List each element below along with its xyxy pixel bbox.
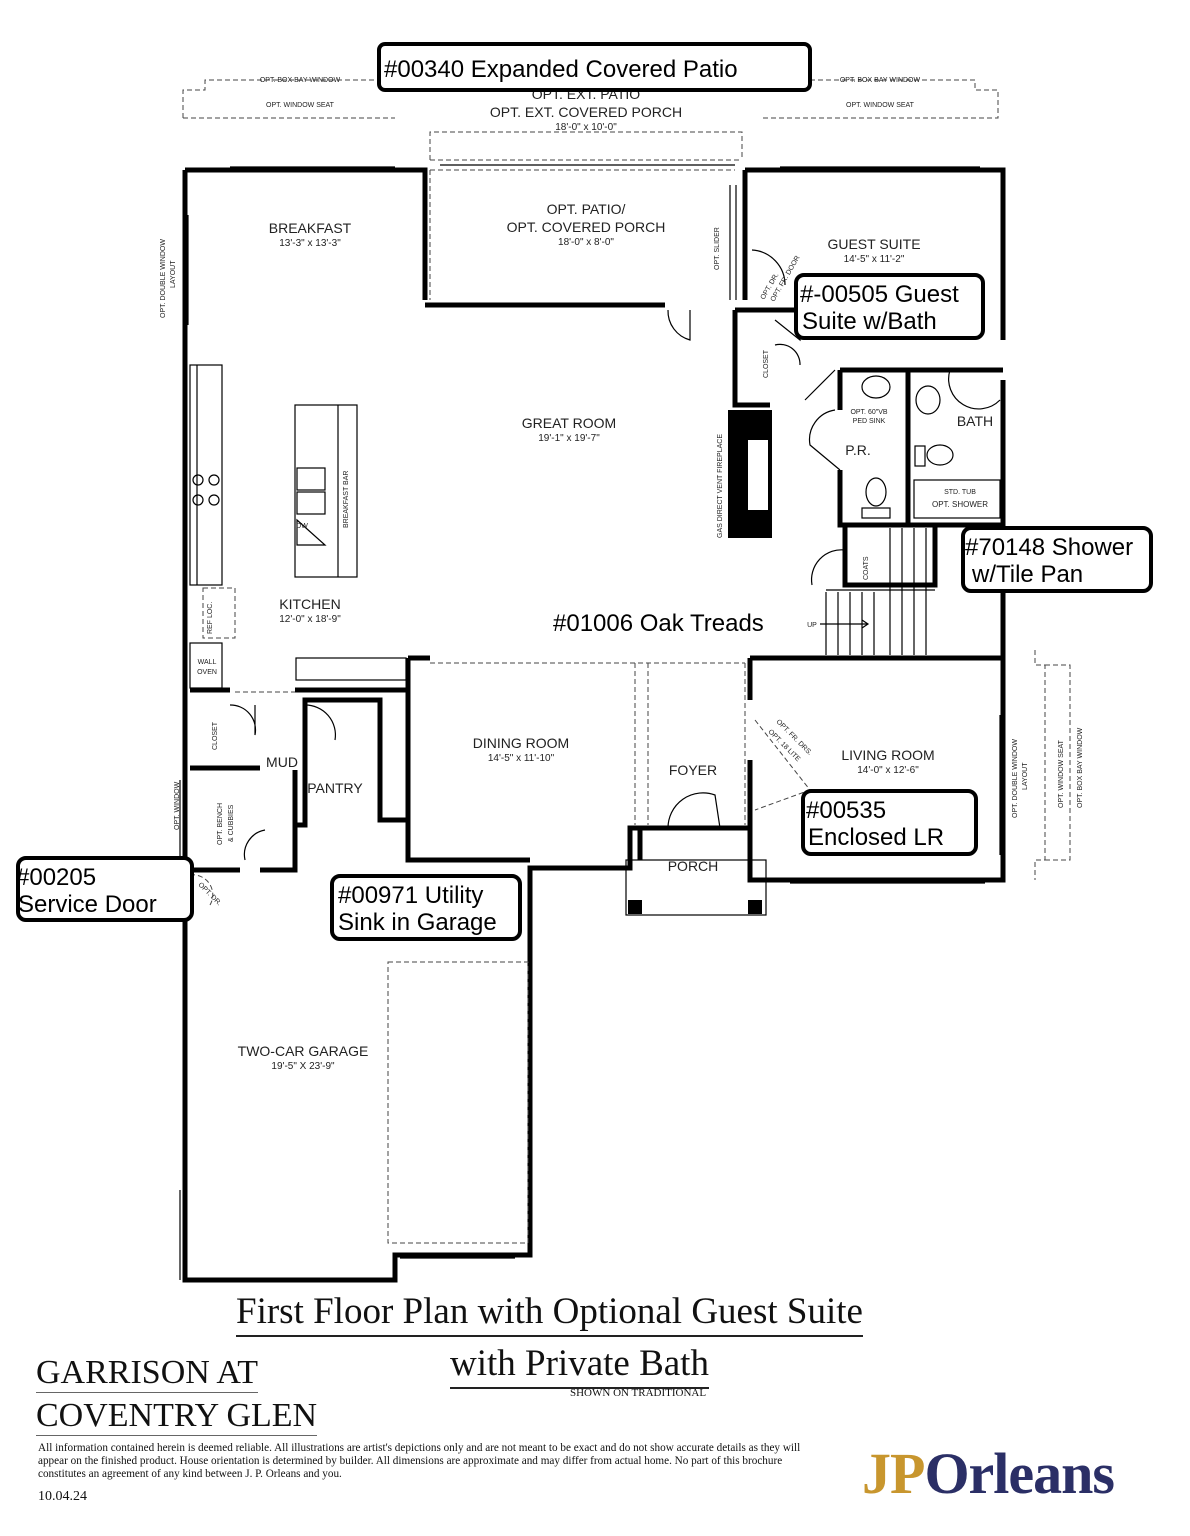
room-garage-name: TWO-CAR GARAGE: [238, 1043, 369, 1059]
note-bench-1: OPT. BENCH: [217, 803, 224, 845]
note-ped-sink-1: OPT. 60"VB: [850, 409, 887, 416]
callout-shower-2: w/Tile Pan: [971, 561, 1083, 588]
callout-lr-box: [801, 789, 978, 856]
room-ext-patio-dim: 18'-0" x 10'-0": [555, 122, 617, 133]
note-std-tub: STD. TUB: [944, 489, 976, 496]
note-wall-oven-1: WALL: [198, 659, 217, 666]
plan-title-line-1: First Floor Plan with Optional Guest Sui…: [236, 1290, 863, 1337]
note-fireplace: GAS DIRECT VENT FIREPLACE: [717, 434, 724, 538]
room-patio-dim: 18'-0" x 8'-0": [558, 237, 614, 248]
room-great-room-dim: 19'-1" x 19'-7": [538, 433, 600, 444]
note-bench-2: & CUBBIES: [228, 804, 235, 842]
note-closet-2: CLOSET: [212, 721, 219, 750]
note-window-seat-right: OPT. WINDOW SEAT: [846, 102, 915, 109]
note-layout-left: LAYOUT: [170, 260, 177, 288]
note-breakfast-bar: BREAKFAST BAR: [343, 471, 350, 528]
note-up: UP: [807, 622, 817, 629]
note-ref-loc: REF LOC.: [207, 602, 214, 634]
note-closet-1: CLOSET: [763, 349, 770, 378]
callout-patio: #00340 Expanded Covered Patio: [384, 56, 738, 83]
plan-title-line-2: with Private Bath: [450, 1342, 709, 1389]
room-guest-suite-dim: 14'-5" x 11'-2": [844, 254, 905, 265]
room-pr-name: P.R.: [845, 442, 870, 458]
callout-shower-box: [961, 526, 1153, 593]
note-dw: DW: [296, 523, 308, 530]
note-coats: COATS: [863, 556, 870, 580]
note-layout-right: LAYOUT: [1022, 762, 1029, 790]
room-patio-name2: OPT. COVERED PORCH: [507, 219, 666, 235]
callout-lr-1: #00535: [806, 797, 886, 824]
note-opt-shower: OPT. SHOWER: [932, 500, 988, 509]
room-guest-suite-name: GUEST SUITE: [827, 236, 920, 252]
room-dining-name: DINING ROOM: [473, 735, 569, 751]
note-opt-18-lite: OPT. 18 LITE: [767, 728, 802, 763]
room-garage-dim: 19'-5" X 23'-9": [271, 1061, 335, 1072]
room-dining-dim: 14'-5" x 11'-10": [488, 753, 555, 764]
community-name-line-1: GARRISON AT: [36, 1354, 258, 1393]
callout-service-1: #00205: [16, 864, 96, 891]
callout-oak-treads: #01006 Oak Treads: [553, 610, 764, 637]
logo-orleans: Orleans: [924, 1441, 1115, 1506]
note-window-seat-left: OPT. WINDOW SEAT: [266, 102, 335, 109]
room-kitchen-dim: 12'-0" x 18'-9": [279, 614, 341, 625]
disclaimer-text: All information contained herein is deem…: [38, 1442, 801, 1480]
note-box-bay-side: OPT. BOX BAY WINDOW: [1077, 727, 1084, 808]
room-ext-patio-name2: OPT. EXT. COVERED PORCH: [490, 104, 682, 120]
callout-guest-1: #-00505 Guest: [800, 281, 959, 308]
community-name-line-2: COVENTRY GLEN: [36, 1397, 318, 1436]
shown-on-note: SHOWN ON TRADITIONAL: [570, 1387, 707, 1399]
note-opt-window: OPT. WINDOW: [174, 781, 181, 830]
callout-service-box: [16, 856, 194, 922]
revision-date: 10.04.24: [38, 1489, 87, 1504]
room-patio-name1: OPT. PATIO/: [547, 201, 626, 217]
note-opt-dr-garage: OPT. DR.: [197, 881, 223, 907]
callout-utility-2: Sink in Garage: [338, 909, 497, 936]
room-breakfast-name: BREAKFAST: [269, 220, 352, 236]
callout-guest-box: [794, 273, 985, 340]
callout-guest-2: Suite w/Bath: [802, 308, 937, 335]
note-box-bay-left: OPT. BOX BAY WINDOW: [260, 77, 341, 84]
callout-patio-box: [377, 42, 812, 92]
room-bath-name: BATH: [957, 413, 993, 429]
note-window-seat-side: OPT. WINDOW SEAT: [1058, 739, 1065, 808]
callout-utility-box: [330, 874, 522, 941]
room-porch-name: PORCH: [668, 858, 719, 874]
logo-jp: JP: [862, 1441, 925, 1506]
room-breakfast-dim: 13'-3" x 13'-3": [279, 238, 341, 249]
note-slider: OPT. SLIDER: [714, 227, 721, 270]
room-great-room-name: GREAT ROOM: [522, 415, 616, 431]
note-wall-oven-2: OVEN: [197, 669, 217, 676]
note-double-window-right: OPT. DOUBLE WINDOW: [1012, 739, 1019, 818]
room-mud-name: MUD: [266, 754, 298, 770]
note-box-bay-right: OPT. BOX BAY WINDOW: [840, 77, 921, 84]
callout-service-2: Service Door: [18, 891, 157, 918]
room-kitchen-name: KITCHEN: [279, 596, 340, 612]
callout-utility-1: #00971 Utility: [338, 882, 483, 909]
callout-shower-1: #70148 Shower: [965, 534, 1133, 561]
room-pantry-name: PANTRY: [307, 780, 363, 796]
room-living-name: LIVING ROOM: [841, 747, 934, 763]
jp-orleans-logo: JPOrleans: [862, 1440, 1115, 1507]
room-foyer-name: FOYER: [669, 762, 717, 778]
note-double-window-left: OPT. DOUBLE WINDOW: [160, 239, 167, 318]
room-living-dim: 14'-0" x 12'-6": [857, 765, 919, 776]
callout-lr-2: Enclosed LR: [808, 824, 944, 851]
floor-plan: BREAKFAST 13'-3" x 13'-3" OPT. PATIO/ OP…: [16, 42, 1153, 1283]
note-ped-sink-2: PED SINK: [853, 418, 886, 425]
